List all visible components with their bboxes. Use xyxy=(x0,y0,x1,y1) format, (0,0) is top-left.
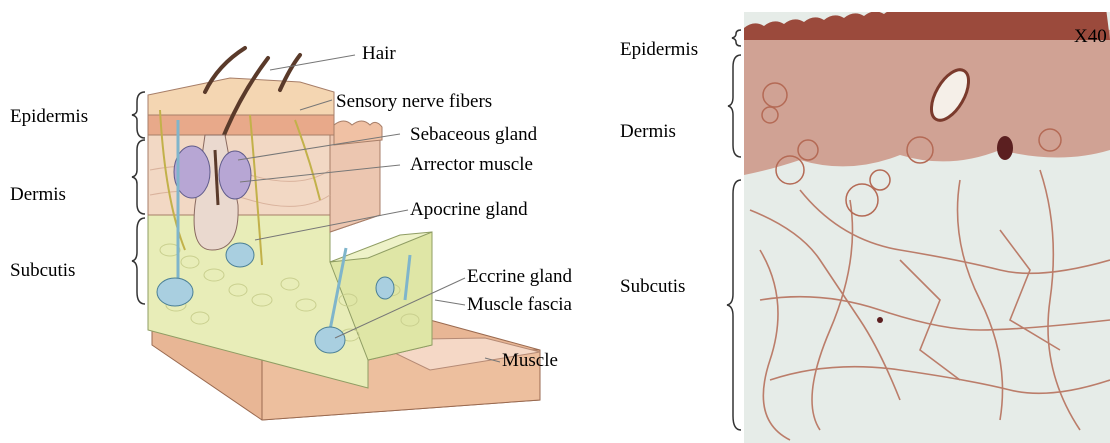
label-apocrine-gland: Apocrine gland xyxy=(410,199,528,220)
label-muscle-fascia: Muscle fascia xyxy=(467,294,573,315)
label-sebaceous-gland: Sebaceous gland xyxy=(410,124,538,145)
label-dermis-right: Dermis xyxy=(620,121,676,142)
brace-dermis xyxy=(132,140,145,214)
brace-subcutis xyxy=(132,218,145,304)
label-hair: Hair xyxy=(362,43,396,64)
micrograph-speck xyxy=(877,317,883,323)
brace-subcutis-right xyxy=(727,180,741,430)
label-subcutis-left: Subcutis xyxy=(10,260,75,281)
micrograph-dark-spot xyxy=(997,136,1013,160)
illustration-layer-braces xyxy=(132,92,145,304)
brace-dermis-right xyxy=(728,55,741,157)
label-sensory-nerve-fibers: Sensory nerve fibers xyxy=(336,91,492,112)
micrograph xyxy=(744,0,1110,443)
label-epidermis-right: Epidermis xyxy=(620,39,698,60)
label-arrector-muscle: Arrector muscle xyxy=(410,154,533,175)
micrograph-layer-braces xyxy=(727,30,741,430)
label-dermis-left: Dermis xyxy=(10,184,66,205)
micrograph-epidermis xyxy=(744,0,1110,40)
brace-epidermis-right xyxy=(732,30,741,46)
label-subcutis-right: Subcutis xyxy=(620,276,685,297)
label-eccrine-gland: Eccrine gland xyxy=(467,266,572,287)
magnification-label: X40 xyxy=(1074,26,1107,47)
label-epidermis-left: Epidermis xyxy=(10,106,88,127)
label-muscle: Muscle xyxy=(502,350,558,371)
brace-epidermis xyxy=(132,92,145,138)
